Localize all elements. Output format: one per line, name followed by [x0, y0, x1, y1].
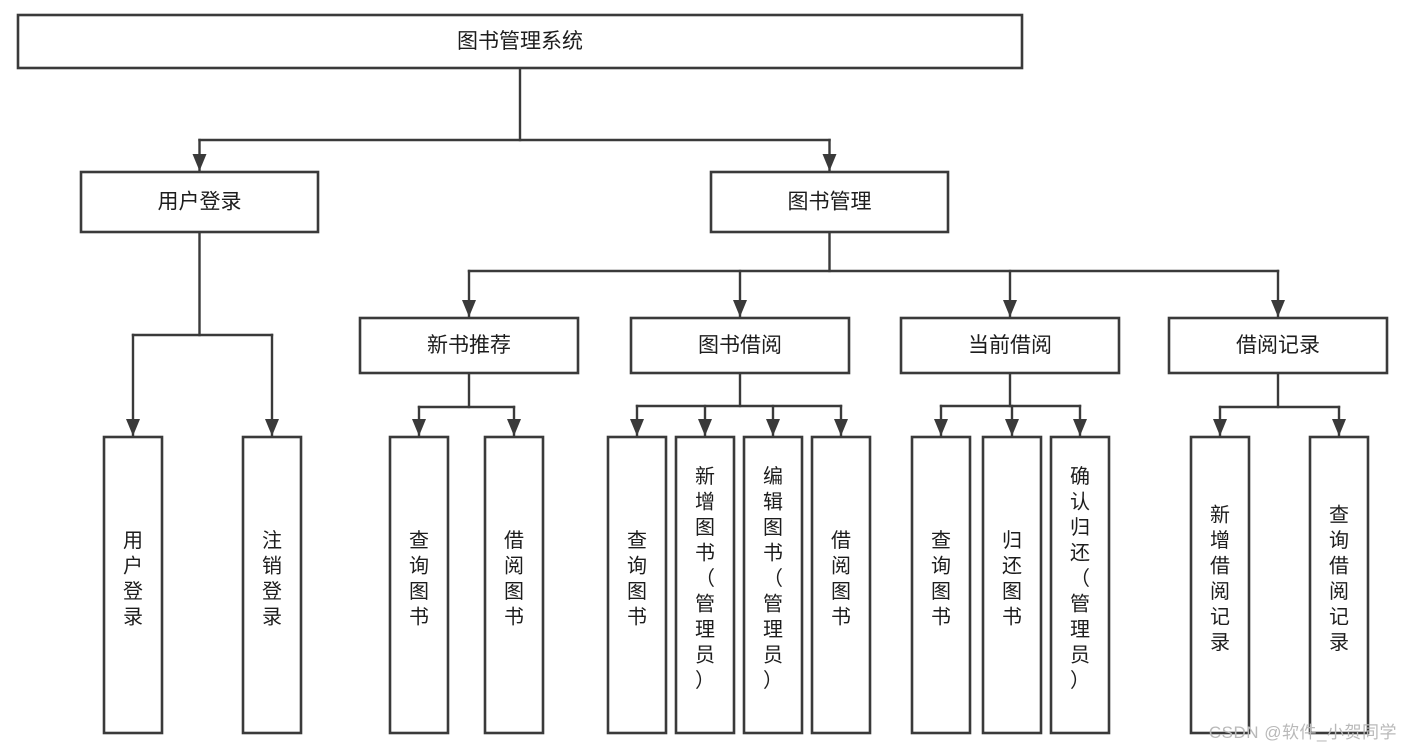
node-label-root: 图书管理系统: [457, 30, 583, 53]
connector-arrowhead: [766, 419, 780, 436]
node-box-book-borrow: [629, 316, 851, 375]
node-box-leaf-confirm-return: [1049, 435, 1111, 735]
watermark-text: CSDN @软件_小贺同学: [1208, 723, 1397, 742]
node-leaf-user-logout[interactable]: 注销登录: [241, 435, 303, 735]
node-label-current-borrow: 当前借阅: [968, 334, 1052, 357]
node-new-book-recommend[interactable]: 新书推荐: [358, 316, 580, 375]
connector-arrowhead: [1073, 419, 1087, 436]
node-box-borrow-record: [1167, 316, 1389, 375]
node-book-manage[interactable]: 图书管理: [709, 170, 950, 234]
node-layer: 图书管理系统用户登录用户登录注销登录图书管理新书推荐查询图书借阅图书图书借阅查询…: [16, 13, 1389, 735]
connector-arrowhead: [1003, 300, 1017, 317]
node-box-root: [16, 13, 1024, 70]
node-label-leaf-borrow-book-1: 借阅图书: [504, 529, 524, 629]
connector-arrowhead: [126, 419, 140, 436]
node-leaf-borrow-book-2[interactable]: 借阅图书: [810, 435, 872, 735]
node-leaf-query-book-1[interactable]: 查询图书: [388, 435, 450, 735]
node-leaf-query-book-2[interactable]: 查询图书: [606, 435, 668, 735]
node-box-book-manage: [709, 170, 950, 234]
node-label-leaf-query-book-3: 查询图书: [931, 529, 951, 629]
node-label-leaf-borrow-book-2: 借阅图书: [831, 529, 851, 629]
connector-arrowhead: [834, 419, 848, 436]
connector-arrowhead: [412, 419, 426, 436]
node-root[interactable]: 图书管理系统: [16, 13, 1024, 70]
node-label-borrow-record: 借阅记录: [1236, 334, 1320, 357]
connector-arrowhead: [1332, 419, 1346, 436]
connector-arrowhead: [507, 419, 521, 436]
node-box-new-book-recommend: [358, 316, 580, 375]
node-label-book-manage: 图书管理: [788, 191, 872, 214]
connector-arrowhead: [1005, 419, 1019, 436]
node-box-leaf-user-login: [102, 435, 164, 735]
node-box-current-borrow: [899, 316, 1121, 375]
node-box-leaf-query-book-2: [606, 435, 668, 735]
node-box-user-login: [79, 170, 320, 234]
node-label-leaf-query-book-2: 查询图书: [627, 529, 647, 629]
node-label-leaf-confirm-return: 确认归还（管理员）: [1070, 465, 1090, 692]
node-current-borrow[interactable]: 当前借阅: [899, 316, 1121, 375]
node-leaf-borrow-book-1[interactable]: 借阅图书: [483, 435, 545, 735]
node-box-leaf-add-book: [674, 435, 736, 735]
node-label-leaf-user-logout: 注销登录: [262, 529, 282, 629]
node-book-borrow[interactable]: 图书借阅: [629, 316, 851, 375]
node-leaf-query-book-3[interactable]: 查询图书: [910, 435, 972, 735]
node-box-leaf-user-logout: [241, 435, 303, 735]
node-box-leaf-query-record: [1308, 435, 1370, 735]
node-leaf-edit-book[interactable]: 编辑图书（管理员）: [742, 435, 804, 735]
node-box-leaf-query-book-3: [910, 435, 972, 735]
node-leaf-add-record[interactable]: 新增借阅记录: [1189, 435, 1251, 735]
connector-arrowhead: [192, 154, 207, 171]
node-leaf-add-book[interactable]: 新增图书（管理员）: [674, 435, 736, 735]
node-borrow-record[interactable]: 借阅记录: [1167, 316, 1389, 375]
node-label-user-login: 用户登录: [158, 191, 242, 214]
node-box-leaf-query-book-1: [388, 435, 450, 735]
node-label-new-book-recommend: 新书推荐: [427, 334, 511, 357]
node-box-leaf-edit-book: [742, 435, 804, 735]
connector-arrowhead: [822, 154, 837, 171]
node-box-leaf-borrow-book-1: [483, 435, 545, 735]
connector-arrowhead: [698, 419, 712, 436]
node-leaf-return-book[interactable]: 归还图书: [981, 435, 1043, 735]
connector-layer: [126, 66, 1346, 438]
connector-arrowhead: [1213, 419, 1227, 436]
connector-arrowhead: [934, 419, 948, 436]
node-label-leaf-edit-book: 编辑图书（管理员）: [763, 465, 783, 692]
connector-arrowhead: [462, 300, 476, 317]
node-label-leaf-query-book-1: 查询图书: [409, 529, 429, 629]
node-label-leaf-add-book: 新增图书（管理员）: [695, 465, 715, 692]
node-label-leaf-add-record: 新增借阅记录: [1210, 503, 1230, 654]
node-user-login[interactable]: 用户登录: [79, 170, 320, 234]
node-box-leaf-add-record: [1189, 435, 1251, 735]
connector-arrowhead: [733, 300, 747, 317]
connector-arrowhead: [265, 419, 279, 436]
node-leaf-query-record[interactable]: 查询借阅记录: [1308, 435, 1370, 735]
node-box-leaf-return-book: [981, 435, 1043, 735]
node-label-book-borrow: 图书借阅: [698, 334, 782, 357]
node-label-leaf-return-book: 归还图书: [1002, 529, 1022, 629]
node-box-leaf-borrow-book-2: [810, 435, 872, 735]
node-label-leaf-user-login: 用户登录: [123, 530, 143, 629]
node-label-leaf-query-record: 查询借阅记录: [1329, 503, 1349, 654]
connector-arrowhead: [630, 419, 644, 436]
node-leaf-user-login[interactable]: 用户登录: [102, 435, 164, 735]
connector-arrowhead: [1271, 300, 1285, 317]
node-leaf-confirm-return[interactable]: 确认归还（管理员）: [1049, 435, 1111, 735]
